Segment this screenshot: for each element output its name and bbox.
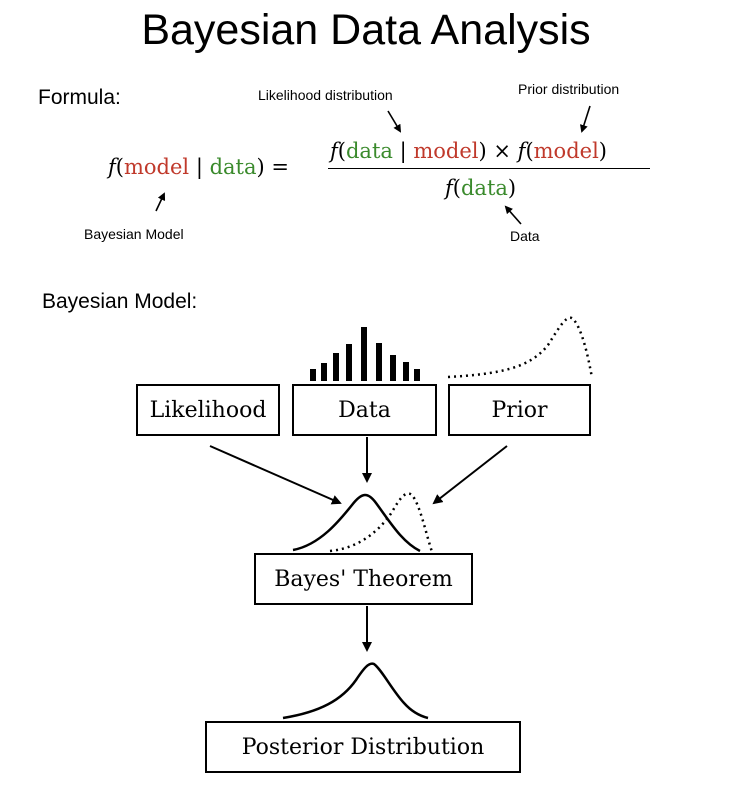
bayes-theorem-box: Bayes' Theorem bbox=[254, 553, 473, 605]
data-term: data bbox=[209, 155, 257, 179]
data-annotation: Data bbox=[510, 228, 540, 244]
arrow-to-lhs-term bbox=[155, 192, 166, 212]
arrow-to-prior-term bbox=[580, 105, 591, 133]
equation-lhs: f(model | data) = bbox=[108, 155, 289, 179]
equation-denominator: f(data) bbox=[445, 176, 516, 200]
likelihood-box: Likelihood bbox=[136, 384, 280, 436]
paren-open: ( bbox=[337, 139, 346, 163]
arrow-prior-to-theorem bbox=[432, 445, 508, 505]
f-symbol: f bbox=[330, 139, 338, 163]
arrow-to-likelihood-term bbox=[387, 110, 402, 133]
prior-distribution-annotation: Prior distribution bbox=[518, 81, 620, 97]
likelihood-curve-icon bbox=[292, 493, 421, 553]
prior-dotted-curve-icon bbox=[329, 492, 434, 553]
equation-numerator: f(data | model) × f(model) bbox=[330, 139, 607, 163]
bayesian-model-annotation: Bayesian Model bbox=[84, 226, 184, 242]
paren-open: ( bbox=[115, 155, 124, 179]
data-box: Data bbox=[292, 384, 437, 436]
equals-sign: = bbox=[264, 155, 289, 179]
given-bar: | bbox=[189, 155, 210, 179]
likelihood-distribution-annotation: Likelihood distribution bbox=[258, 87, 393, 103]
model-term: model bbox=[413, 139, 479, 163]
paren-open: ( bbox=[452, 176, 461, 200]
data-histogram-icon bbox=[310, 327, 420, 381]
given-bar: | bbox=[392, 139, 414, 163]
prior-curve-icon bbox=[447, 316, 594, 379]
paren-close: ) bbox=[507, 176, 517, 200]
f-symbol: f bbox=[517, 139, 526, 163]
page-title: Bayesian Data Analysis bbox=[141, 6, 591, 54]
bayesian-model-section-label: Bayesian Model: bbox=[42, 290, 198, 313]
model-term: model bbox=[533, 139, 599, 163]
f-symbol: f bbox=[445, 176, 453, 200]
formula-section-label: Formula: bbox=[38, 86, 121, 109]
paren-close: ) bbox=[256, 155, 265, 179]
fraction-bar bbox=[328, 168, 650, 169]
paren-close: ) bbox=[478, 139, 487, 163]
posterior-curve-icon bbox=[282, 662, 429, 720]
prior-box: Prior bbox=[448, 384, 591, 436]
paren-open: ( bbox=[525, 139, 534, 163]
data-term: data bbox=[460, 176, 508, 200]
model-term: model bbox=[123, 155, 190, 179]
arrow-to-denominator-term bbox=[504, 205, 522, 225]
data-term: data bbox=[345, 139, 393, 163]
f-symbol: f bbox=[108, 155, 116, 179]
arrow-likelihood-to-theorem bbox=[209, 445, 342, 505]
paren-close: ) bbox=[598, 139, 607, 163]
posterior-distribution-box: Posterior Distribution bbox=[205, 721, 521, 773]
times-sign: × bbox=[486, 139, 518, 163]
